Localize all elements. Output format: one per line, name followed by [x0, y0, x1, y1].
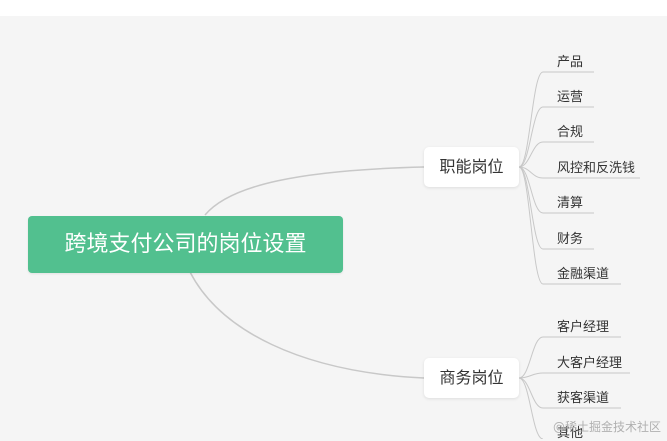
leaf-node-risk-aml[interactable]: 风控和反洗钱 [557, 161, 636, 176]
branch-2-links [518, 336, 630, 439]
leaf-node-clearing[interactable]: 清算 [557, 196, 584, 211]
watermark: @稀土掘金技术社区 [552, 420, 661, 434]
branch-1-links [518, 71, 640, 285]
root-to-branch-2-link [189, 271, 425, 379]
leaf-node-account-manager[interactable]: 客户经理 [557, 320, 610, 335]
leaf-node-finance[interactable]: 财务 [557, 232, 584, 247]
leaf-node-acquisition-channels[interactable]: 获客渠道 [557, 391, 610, 406]
leaf-node-compliance[interactable]: 合规 [557, 125, 584, 140]
leaf-node-operations[interactable]: 运营 [557, 90, 584, 105]
branch-node-functional[interactable]: 职能岗位 [424, 147, 519, 187]
leaf-node-key-account-manager[interactable]: 大客户经理 [557, 356, 623, 371]
root-to-branch-1-link [204, 166, 425, 216]
root-node[interactable]: 跨境支付公司的岗位设置 [28, 216, 343, 273]
top-bar [0, 0, 667, 16]
leaf-node-financial-channels[interactable]: 金融渠道 [557, 267, 610, 282]
leaf-node-other[interactable]: 其他 [557, 426, 584, 441]
branch-node-business[interactable]: 商务岗位 [424, 358, 519, 398]
leaf-node-product[interactable]: 产品 [557, 55, 584, 70]
